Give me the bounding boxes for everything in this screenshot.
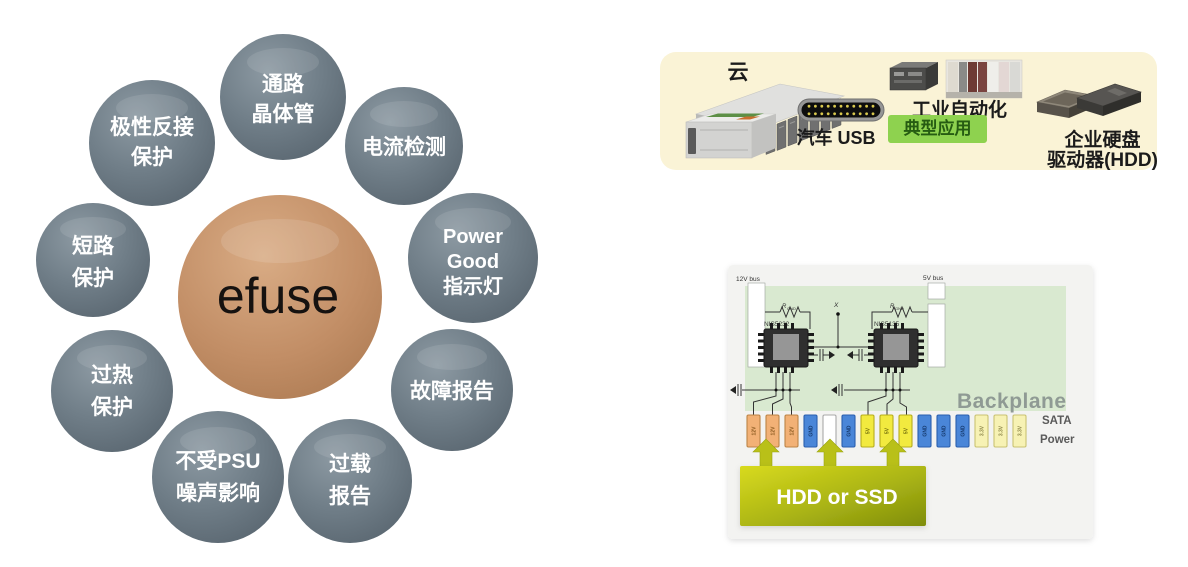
svg-text:电流检测: 电流检测: [362, 135, 446, 159]
svg-text:12V: 12V: [771, 426, 777, 436]
svg-text:保护: 保护: [71, 266, 114, 290]
svg-text:极性反接: 极性反接: [110, 115, 194, 139]
feature-circle-short-circuit-protection: 短路 保护: [36, 203, 150, 317]
svg-text:保护: 保护: [130, 145, 173, 169]
feature-circle-power-good: Power Good 指示灯: [408, 193, 538, 323]
typical-application-badge: 典型应用: [888, 115, 987, 143]
svg-text:Power: Power: [443, 226, 503, 248]
hdd-or-ssd-box: HDD or SSD: [740, 466, 926, 526]
svg-text:过热: 过热: [91, 363, 133, 387]
svg-text:通路: 通路: [262, 72, 305, 96]
svg-text:GND: GND: [961, 425, 967, 437]
chip-left-label: NIS5232: [764, 321, 790, 328]
wire-arrowheads: [730, 351, 853, 394]
chip-nis5135: [868, 323, 924, 373]
svg-text:GND: GND: [809, 425, 815, 437]
svg-text:5V: 5V: [866, 427, 872, 434]
svg-text:GND: GND: [923, 425, 929, 437]
hdd-or-ssd-label: HDD or SSD: [776, 486, 897, 509]
svg-text:5V: 5V: [885, 427, 891, 434]
feature-circle-psu-noise-immunity: 不受PSU 噪声影响: [152, 411, 284, 543]
hdd-label-line1: 企业硬盘: [1064, 130, 1141, 151]
bus-bar-5v-lower: [927, 303, 946, 368]
bus-12v-label: 12V bus: [736, 276, 761, 283]
cloud-label: 云: [727, 61, 749, 84]
usb-label: 汽车 USB: [796, 128, 876, 148]
chip-right-label: NIS5135: [874, 321, 900, 328]
sata-power-pins: 12V 12V 12V GND GND 5V 5V 5V GND GND GND…: [746, 414, 1027, 448]
resistor-left-label: R: [782, 304, 787, 310]
circuit-wiring: [737, 305, 928, 415]
backplane-circuit-diagram: 12V bus 5V bus: [728, 265, 1093, 539]
applications-panel: 云: [660, 52, 1158, 171]
svg-text:指示灯: 指示灯: [443, 274, 503, 298]
svg-text:3.3V: 3.3V: [999, 425, 1005, 436]
feature-circle-pass-transistor: 通路 晶体管: [220, 34, 346, 160]
chip-nis5232: [758, 323, 814, 373]
efuse-feature-diagram: efuse 通路 晶体管 电流检测 Power Good 指示灯 故障报告: [36, 34, 538, 543]
feature-circle-reverse-polarity-protection: 极性反接 保护: [89, 80, 215, 206]
bus-5v-label: 5V bus: [923, 275, 944, 282]
svg-text:12V: 12V: [752, 426, 758, 436]
svg-text:短路: 短路: [72, 234, 115, 258]
node-x-label: X: [833, 302, 839, 309]
resistor-right-label: R: [890, 304, 895, 310]
svg-text:故障报告: 故障报告: [410, 379, 494, 403]
svg-text:报告: 报告: [329, 484, 371, 508]
svg-text:3.3V: 3.3V: [980, 425, 986, 436]
svg-text:过载: 过载: [329, 452, 371, 476]
feature-circle-overload-report: 过载 报告: [288, 419, 412, 543]
svg-text:保护: 保护: [90, 395, 133, 419]
feature-circle-thermal-protection: 过热 保护: [51, 330, 173, 452]
industrial-automation-image: [889, 59, 1023, 99]
svg-text:晶体管: 晶体管: [252, 102, 315, 126]
feature-circle-current-sense: 电流检测: [345, 87, 463, 205]
backplane-label: Backplane: [957, 390, 1067, 413]
svg-text:不受PSU: 不受PSU: [175, 449, 260, 473]
usb-c-connector-icon: [797, 98, 885, 122]
feature-circle-fault-report: 故障报告: [391, 329, 513, 451]
svg-text:噪声影响: 噪声影响: [176, 481, 260, 505]
svg-text:GND: GND: [847, 425, 853, 437]
svg-text:3.3V: 3.3V: [1018, 425, 1024, 436]
junction-dots: [774, 312, 902, 392]
svg-text:5V: 5V: [904, 427, 910, 434]
hdd-label-line2: 驱动器(HDD): [1047, 150, 1158, 171]
svg-text:Good: Good: [447, 251, 499, 273]
svg-text:GND: GND: [942, 425, 948, 437]
center-circle-efuse: efuse: [178, 195, 382, 399]
hdd-image: [1035, 83, 1142, 118]
efuse-label: efuse: [217, 268, 339, 324]
resistor-left-sub: GND: [787, 306, 796, 311]
bus-bar-5v: [927, 282, 946, 300]
hdd-arrows: [752, 438, 907, 468]
sata-power-label-line2: Power: [1040, 434, 1075, 446]
resistor-right-sub: GND: [895, 306, 904, 311]
svg-text:12V: 12V: [790, 426, 796, 436]
sata-power-label-line1: SATA: [1042, 415, 1072, 427]
